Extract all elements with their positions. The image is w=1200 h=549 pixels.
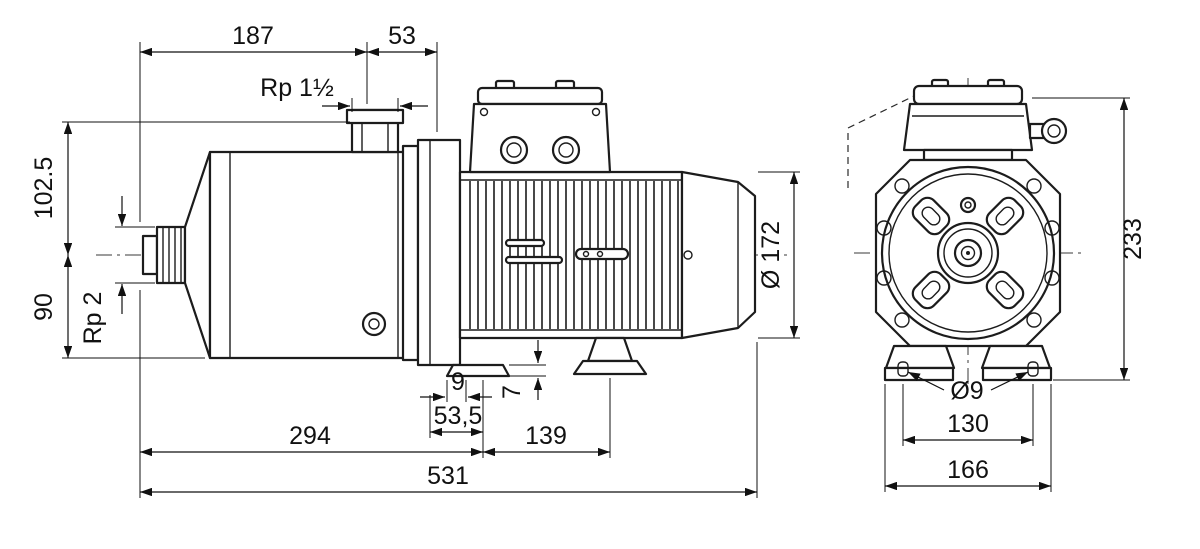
dim-172-label: Ø 172 bbox=[757, 221, 785, 289]
dim-rp2-label: Rp 2 bbox=[79, 292, 107, 345]
terminal-box-front bbox=[902, 78, 1068, 162]
discharge-port bbox=[345, 108, 405, 154]
dim-531-label: 531 bbox=[427, 462, 469, 490]
dim-90-label: 90 bbox=[30, 293, 58, 321]
motor-flange bbox=[874, 158, 1062, 348]
dim-53-label: 53 bbox=[388, 22, 416, 50]
dim-139-label: 139 bbox=[525, 422, 567, 450]
dim-1025-label: 102.5 bbox=[30, 157, 58, 220]
pump-feet-side bbox=[445, 336, 648, 378]
nameplate-slot bbox=[504, 238, 546, 248]
hidden-contour bbox=[847, 95, 915, 188]
stage-slots bbox=[911, 196, 1025, 310]
dim-294-label: 294 bbox=[289, 422, 331, 450]
terminal-box-side bbox=[468, 79, 612, 174]
dim-hole-label: Ø9 bbox=[950, 377, 983, 405]
dim-535-label: 53,5 bbox=[434, 402, 483, 430]
pump-feet-front bbox=[883, 344, 1053, 382]
flange-bolt-holes bbox=[876, 178, 1060, 328]
dim-7-label: 7 bbox=[498, 385, 526, 399]
dim-233-label: 233 bbox=[1119, 218, 1147, 260]
motor-end-cap bbox=[680, 170, 757, 340]
vent-plug bbox=[959, 196, 977, 214]
front-view bbox=[847, 78, 1086, 384]
motor-fins bbox=[469, 181, 679, 329]
side-view bbox=[96, 79, 790, 378]
cable-gland bbox=[551, 135, 581, 165]
motor-body bbox=[458, 170, 684, 340]
shaft-hub bbox=[936, 196, 1000, 285]
dim-130-label: 130 bbox=[947, 410, 989, 438]
nameplate-slot bbox=[504, 255, 564, 265]
dim-187-label: 187 bbox=[232, 22, 274, 50]
pump-casing bbox=[183, 150, 417, 360]
foot-hole-right bbox=[1027, 361, 1039, 377]
motor-adapter bbox=[401, 138, 462, 367]
foot-hole-left bbox=[897, 361, 909, 377]
suction-port bbox=[141, 225, 187, 285]
dim-9-label: 9 bbox=[451, 368, 465, 396]
drain-plug bbox=[361, 311, 387, 337]
dim-166-label: 166 bbox=[947, 456, 989, 484]
cable-gland bbox=[499, 135, 529, 165]
dimension-annotations-front: 233 Ø9 130 166 bbox=[884, 97, 1147, 492]
dim-rp112-label: Rp 1½ bbox=[260, 74, 334, 102]
dimension-annotations-side: 187 53 Rp 1½ 102.5 90 Rp 2 Ø 172 9 bbox=[30, 22, 800, 498]
